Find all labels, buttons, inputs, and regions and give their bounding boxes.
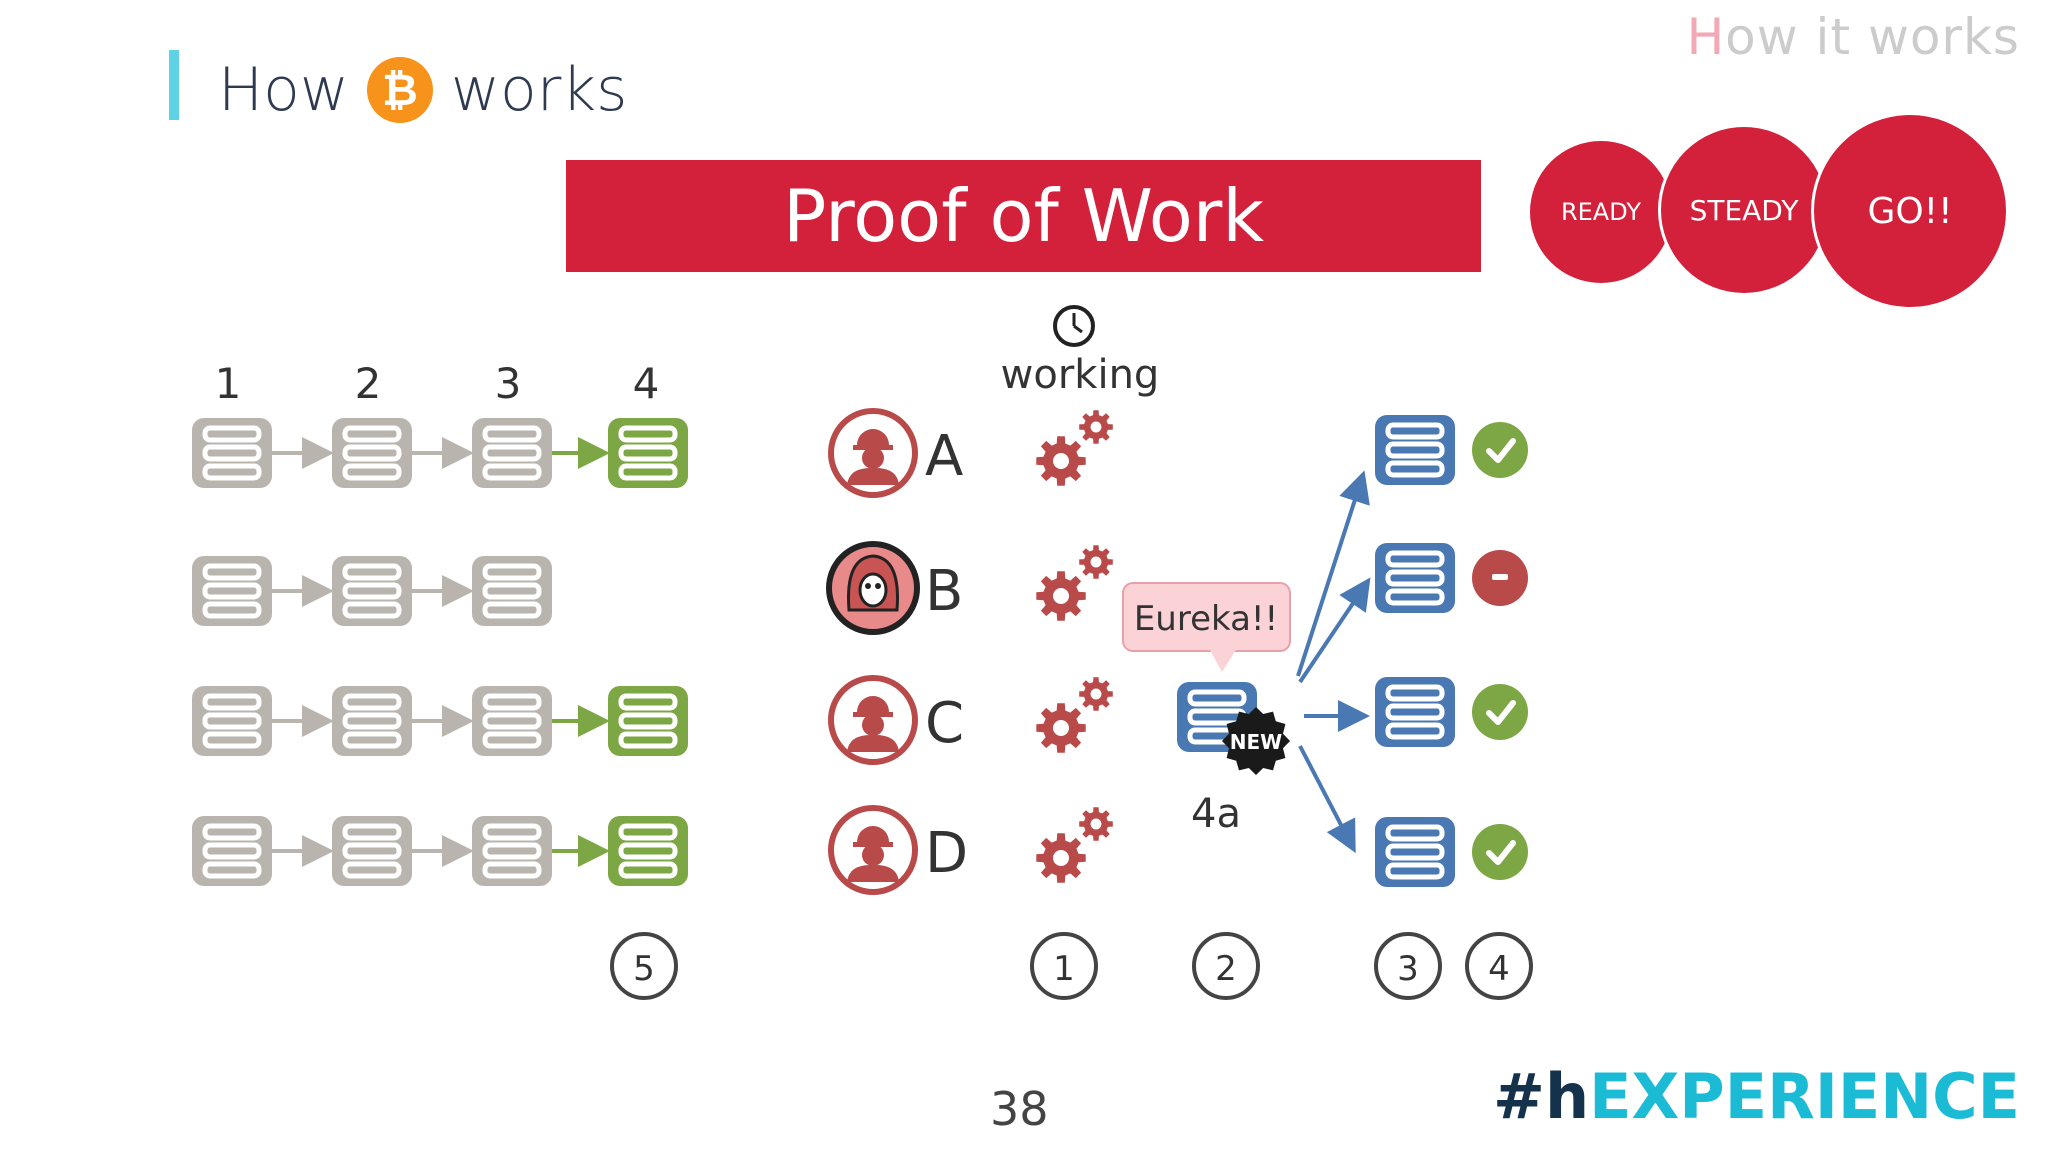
broadcast-arrow bbox=[1298, 745, 1356, 854]
chain-block-new bbox=[608, 816, 688, 886]
peer-block bbox=[1375, 543, 1455, 613]
miner-label: B bbox=[925, 559, 963, 624]
title-suffix: works bbox=[450, 55, 628, 125]
chain-block bbox=[332, 816, 412, 886]
working-label: working bbox=[1001, 352, 1160, 398]
chain-block bbox=[472, 686, 552, 756]
eureka-text: Eureka!! bbox=[1134, 599, 1278, 639]
broadcast-arrow bbox=[1298, 577, 1371, 684]
chain-block bbox=[192, 816, 272, 886]
chain-block bbox=[472, 556, 552, 626]
chain-block-new bbox=[608, 686, 688, 756]
chain-row bbox=[192, 556, 552, 626]
check-icon bbox=[1472, 422, 1528, 478]
stage-ready: READY bbox=[1527, 138, 1675, 286]
chain-row bbox=[192, 418, 688, 488]
chain-block bbox=[192, 686, 272, 756]
brand-rest: EXPERIENCE bbox=[1589, 1060, 2020, 1133]
chain-column-label: 3 bbox=[495, 359, 522, 408]
miner-label: C bbox=[925, 691, 964, 756]
step-number: 4 bbox=[1488, 949, 1510, 989]
chain-block bbox=[192, 418, 272, 488]
chain-row bbox=[192, 816, 688, 886]
slide-title: How ₿ works bbox=[218, 50, 627, 130]
miner-icon bbox=[828, 805, 918, 895]
stage-go: GO!! bbox=[1811, 112, 2009, 310]
gears-icon bbox=[1036, 410, 1113, 486]
brand-hash: #h bbox=[1493, 1060, 1590, 1133]
clock-icon bbox=[1053, 305, 1095, 347]
new-block-label: 4a bbox=[1191, 791, 1241, 837]
title-prefix: How bbox=[218, 55, 349, 125]
verification bbox=[1375, 415, 1528, 887]
chain-block bbox=[332, 686, 412, 756]
step-markers: 5 1 2 3 4 bbox=[610, 932, 1533, 1000]
chain-row bbox=[192, 686, 688, 756]
step-marker: 4 bbox=[1465, 932, 1533, 1000]
miners: A B CD bbox=[826, 408, 968, 895]
stage-steady: STEADY bbox=[1658, 124, 1830, 296]
section-title-rest: ow it works bbox=[1725, 8, 2020, 66]
step-number: 1 bbox=[1053, 949, 1075, 989]
mining-gears: working bbox=[1001, 305, 1160, 883]
check-icon bbox=[1472, 684, 1528, 740]
eureka-bubble: Eureka!! bbox=[1122, 582, 1291, 672]
broadcast-arrow bbox=[1296, 470, 1370, 677]
step-number: 3 bbox=[1397, 949, 1419, 989]
bitcoin-icon: ₿ bbox=[366, 57, 433, 123]
miner-icon bbox=[828, 675, 918, 765]
check-icon bbox=[1472, 824, 1528, 880]
step-marker: 1 bbox=[1030, 932, 1098, 1000]
miner-icon bbox=[828, 408, 918, 498]
chain-block bbox=[472, 418, 552, 488]
new-block-area: Eureka!! NEW 4a bbox=[1122, 470, 1371, 854]
brand-logo: #hEXPERIENCE bbox=[1493, 1060, 2020, 1133]
section-title: How it works bbox=[1687, 8, 2020, 66]
step-marker: 3 bbox=[1374, 932, 1442, 1000]
miner-label: A bbox=[925, 424, 963, 489]
section-title-initial: H bbox=[1686, 8, 1726, 66]
blockchain-copies: 1 2 3 4 bbox=[192, 359, 688, 886]
title-accent-bar bbox=[169, 50, 179, 120]
chain-block bbox=[472, 816, 552, 886]
gears-icon bbox=[1036, 545, 1113, 621]
gears-icon bbox=[1036, 677, 1113, 753]
peer-block bbox=[1375, 817, 1455, 887]
chain-column-label: 1 bbox=[215, 359, 242, 408]
miner-label: D bbox=[925, 821, 968, 886]
chain-column-label: 2 bbox=[355, 359, 382, 408]
step-number: 2 bbox=[1215, 949, 1237, 989]
step-marker: 5 bbox=[610, 932, 678, 1000]
gears-icon bbox=[1036, 807, 1113, 883]
chain-block bbox=[332, 418, 412, 488]
chain-block-new bbox=[608, 418, 688, 488]
proof-of-work-banner: Proof of Work bbox=[566, 160, 1481, 272]
chain-block bbox=[332, 556, 412, 626]
peer-block bbox=[1375, 415, 1455, 485]
peer-block bbox=[1375, 677, 1455, 747]
chain-column-label: 4 bbox=[633, 359, 660, 408]
step-number: 5 bbox=[633, 949, 655, 989]
chain-block bbox=[192, 556, 272, 626]
villain-icon bbox=[826, 541, 920, 635]
new-badge-icon: NEW bbox=[1222, 707, 1290, 775]
reject-icon bbox=[1472, 550, 1528, 606]
step-marker: 2 bbox=[1192, 932, 1260, 1000]
page-number: 38 bbox=[990, 1082, 1049, 1136]
new-badge-text: NEW bbox=[1230, 730, 1282, 754]
